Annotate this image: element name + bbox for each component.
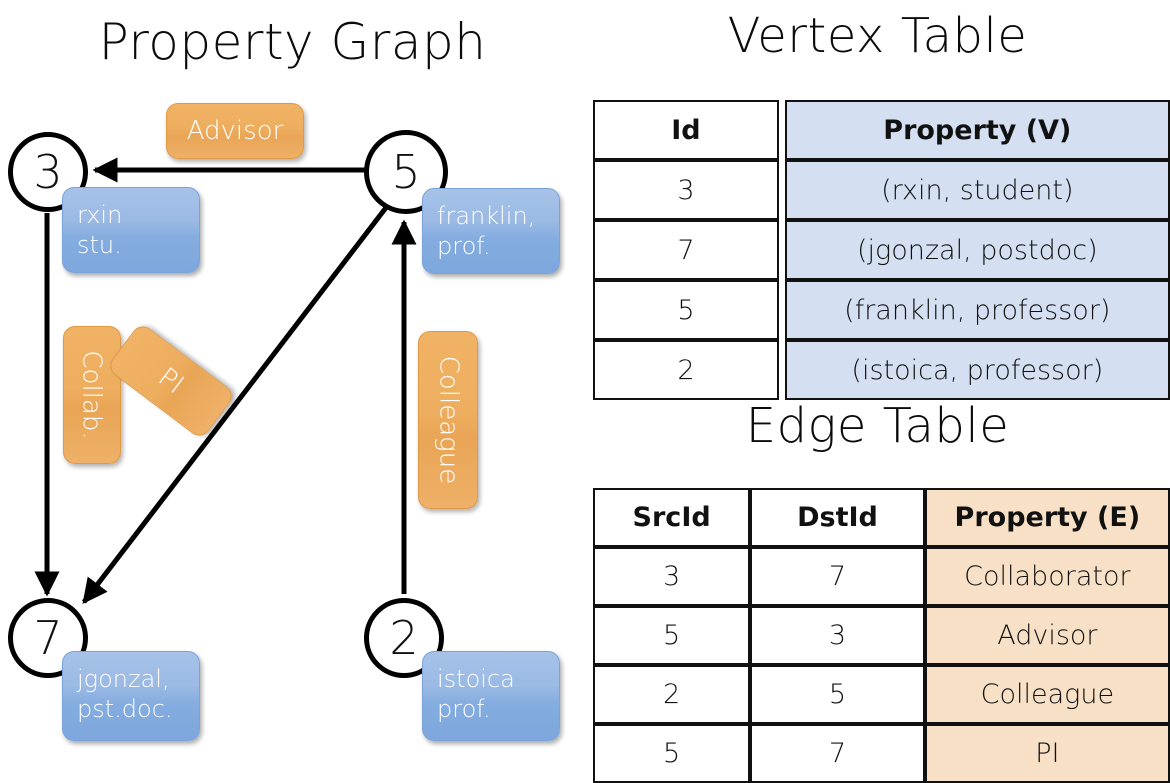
edge-table-header-srcid: SrcId [593, 488, 751, 547]
vertex-table-column-gap [778, 220, 785, 280]
node-property-box-istoica: istoica prof. [422, 651, 560, 741]
table-row: 5 3 Advisor [593, 606, 1170, 665]
vertex-row-2-id: 5 [593, 280, 779, 340]
vertex-table: Id Property (V) 3 (rxin, student) 7 (jgo… [593, 100, 1170, 400]
vertex-row-1-property: (jgonzal, postdoc) [784, 220, 1170, 280]
edge-line-5-to-7 [82, 203, 390, 604]
edge-row-2-property: Colleague [924, 665, 1170, 724]
graph-node-3-label: 3 [33, 145, 63, 199]
edge-label-collab-text: Collab. [77, 350, 107, 440]
vertex-row-3-id: 2 [593, 340, 779, 400]
page-title-edge-table: Edge Table [745, 398, 1010, 454]
graph-node-5-label: 5 [391, 145, 421, 199]
node-property-jgonzal-line2: pst.doc. [77, 695, 173, 723]
graph-edges-svg [34, 157, 417, 604]
graph-node-2-label: 2 [389, 611, 419, 665]
vertex-row-3-property: (istoica, professor) [784, 340, 1170, 400]
table-row: 5 7 PI [593, 724, 1170, 783]
table-row: 5 (franklin, professor) [593, 280, 1170, 340]
table-row: 2 5 Colleague [593, 665, 1170, 724]
vertex-row-0-id: 3 [593, 160, 779, 220]
edge-label-advisor: Advisor [166, 103, 304, 159]
node-property-box-jgonzal: jgonzal, pst.doc. [62, 651, 200, 741]
graph-node-5[interactable]: 5 [364, 130, 448, 214]
node-property-rxin-line1: rxin [77, 201, 123, 229]
graph-node-2[interactable]: 2 [364, 598, 444, 678]
page-title-vertex-table: Vertex Table [727, 8, 1028, 64]
table-row: 3 (rxin, student) [593, 160, 1170, 220]
node-property-istoica-line2: prof. [437, 695, 491, 723]
edge-table-header-property: Property (E) [924, 488, 1170, 547]
edge-row-3-src: 5 [593, 724, 751, 783]
edge-row-3-property: PI [924, 724, 1170, 783]
node-property-franklin-line2: prof. [437, 232, 491, 260]
page-title-property-graph: Property Graph [98, 13, 487, 71]
edge-label-colleague: Colleague [418, 331, 478, 509]
edge-row-2-dst: 5 [750, 665, 925, 724]
edge-row-0-property: Collaborator [924, 547, 1170, 606]
table-row: 3 7 Collaborator [593, 547, 1170, 606]
edge-row-1-dst: 3 [750, 606, 925, 665]
edge-label-collab: Collab. [63, 326, 121, 464]
vertex-table-column-gap [778, 160, 785, 220]
graph-node-7-label: 7 [33, 611, 63, 665]
edge-label-pi-text: PI [152, 361, 190, 401]
edge-row-1-property: Advisor [924, 606, 1170, 665]
table-row: 7 (jgonzal, postdoc) [593, 220, 1170, 280]
node-property-rxin-line2: stu. [77, 231, 122, 259]
edge-table-header-row: SrcId DstId Property (E) [593, 488, 1170, 547]
edge-label-advisor-text: Advisor [186, 116, 284, 146]
vertex-table-column-gap [778, 280, 785, 340]
vertex-table-column-gap [778, 340, 785, 400]
node-property-franklin-line1: franklin, [437, 202, 536, 230]
vertex-row-0-property: (rxin, student) [784, 160, 1170, 220]
edge-label-colleague-text: Colleague [433, 355, 464, 485]
node-property-jgonzal-line1: jgonzal, [77, 665, 170, 693]
edge-row-0-dst: 7 [750, 547, 925, 606]
node-property-istoica-line1: istoica [437, 665, 515, 693]
edge-table: SrcId DstId Property (E) 3 7 Collaborato… [593, 488, 1170, 783]
edge-row-0-src: 3 [593, 547, 751, 606]
vertex-table-header-row: Id Property (V) [593, 100, 1170, 160]
edge-table-header-dstid: DstId [750, 488, 925, 547]
vertex-table-column-gap [778, 100, 785, 160]
edge-row-2-src: 2 [593, 665, 751, 724]
vertex-table-header-property: Property (V) [784, 100, 1170, 160]
edge-row-1-src: 5 [593, 606, 751, 665]
table-row: 2 (istoica, professor) [593, 340, 1170, 400]
tables-panel: Vertex Table Id Property (V) 3 (rxin, st… [585, 0, 1170, 783]
vertex-row-1-id: 7 [593, 220, 779, 280]
vertex-table-header-id: Id [593, 100, 779, 160]
edge-row-3-dst: 7 [750, 724, 925, 783]
node-property-box-rxin: rxin stu. [62, 187, 200, 273]
vertex-row-2-property: (franklin, professor) [784, 280, 1170, 340]
node-property-box-franklin: franklin, prof. [422, 188, 560, 274]
property-graph-panel: Property Graph Advisor Collab. PI Collea… [0, 0, 585, 760]
